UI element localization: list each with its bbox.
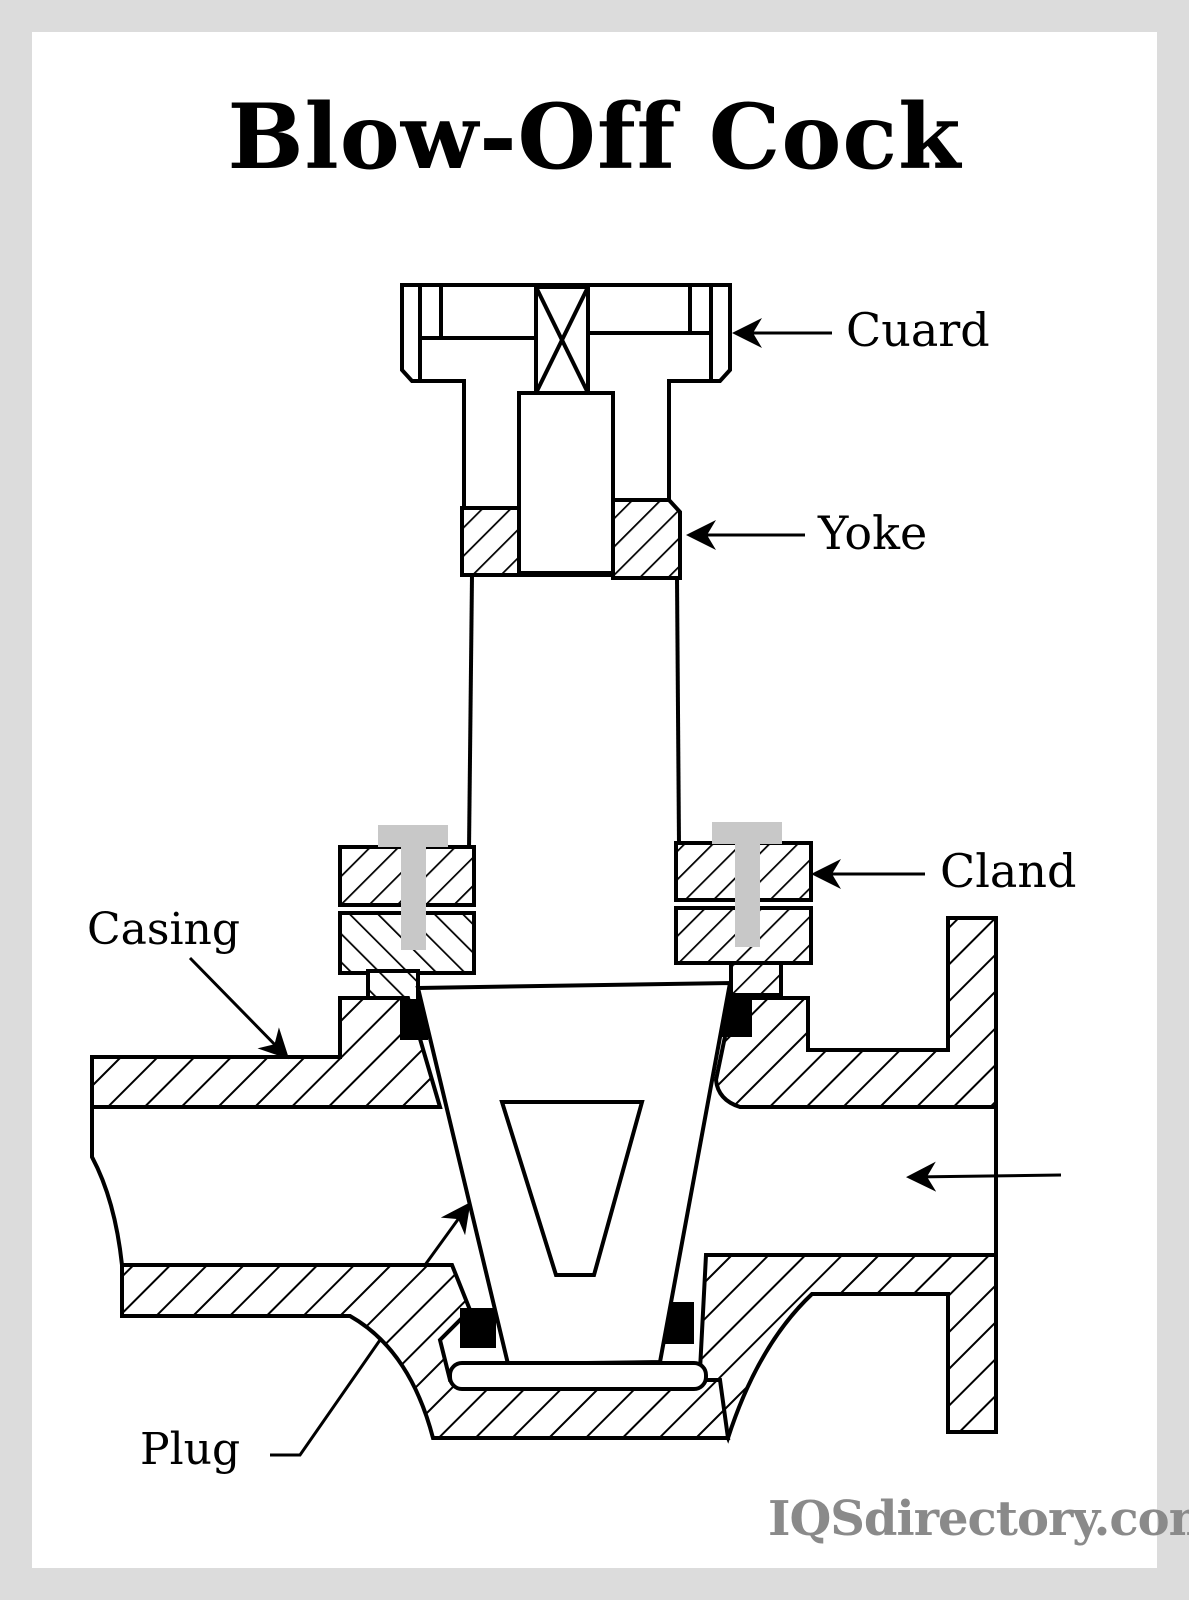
yoke [460,498,682,851]
bolt-shank-left [401,845,426,950]
plug [415,980,733,1391]
seal-lower-left [460,1308,496,1348]
gland-right [674,822,813,997]
leaders [188,318,1062,1457]
label-gland: Cland [940,844,1077,898]
spindle-square-cross-b [534,286,590,394]
bolt-head-left [378,825,448,847]
pipe-left-open [90,1107,124,1266]
yoke-left-block [460,506,521,577]
plug-arrow [423,1202,471,1266]
spindle [517,391,615,575]
label-casing: Casing [87,904,241,955]
plug-port [499,1100,645,1277]
casing-lower-right [697,1253,998,1444]
gland-left [338,825,476,1003]
yoke-body-right [675,577,681,846]
casing-upper-left [90,996,443,1109]
yoke-right-block [611,498,682,580]
flow-arrow [906,1161,1062,1192]
guard [400,283,732,575]
label-yoke: Yoke [818,506,928,560]
bolt-shank-right [735,842,760,947]
seals [400,997,752,1348]
bolt-head-right [712,822,782,844]
casing-upper-right [713,916,998,1109]
watermark: IQSdirectory.com [768,1491,1189,1547]
plug-base-pin [448,1361,708,1391]
casing-arrow [188,956,290,1060]
diagram-title: Blow-Off Cock [227,84,962,190]
label-plug: Plug [140,1424,241,1475]
plug-leader [270,1339,382,1457]
casing [90,916,998,1444]
yoke-body-left [467,574,474,851]
label-guard: Cuard [846,303,990,357]
